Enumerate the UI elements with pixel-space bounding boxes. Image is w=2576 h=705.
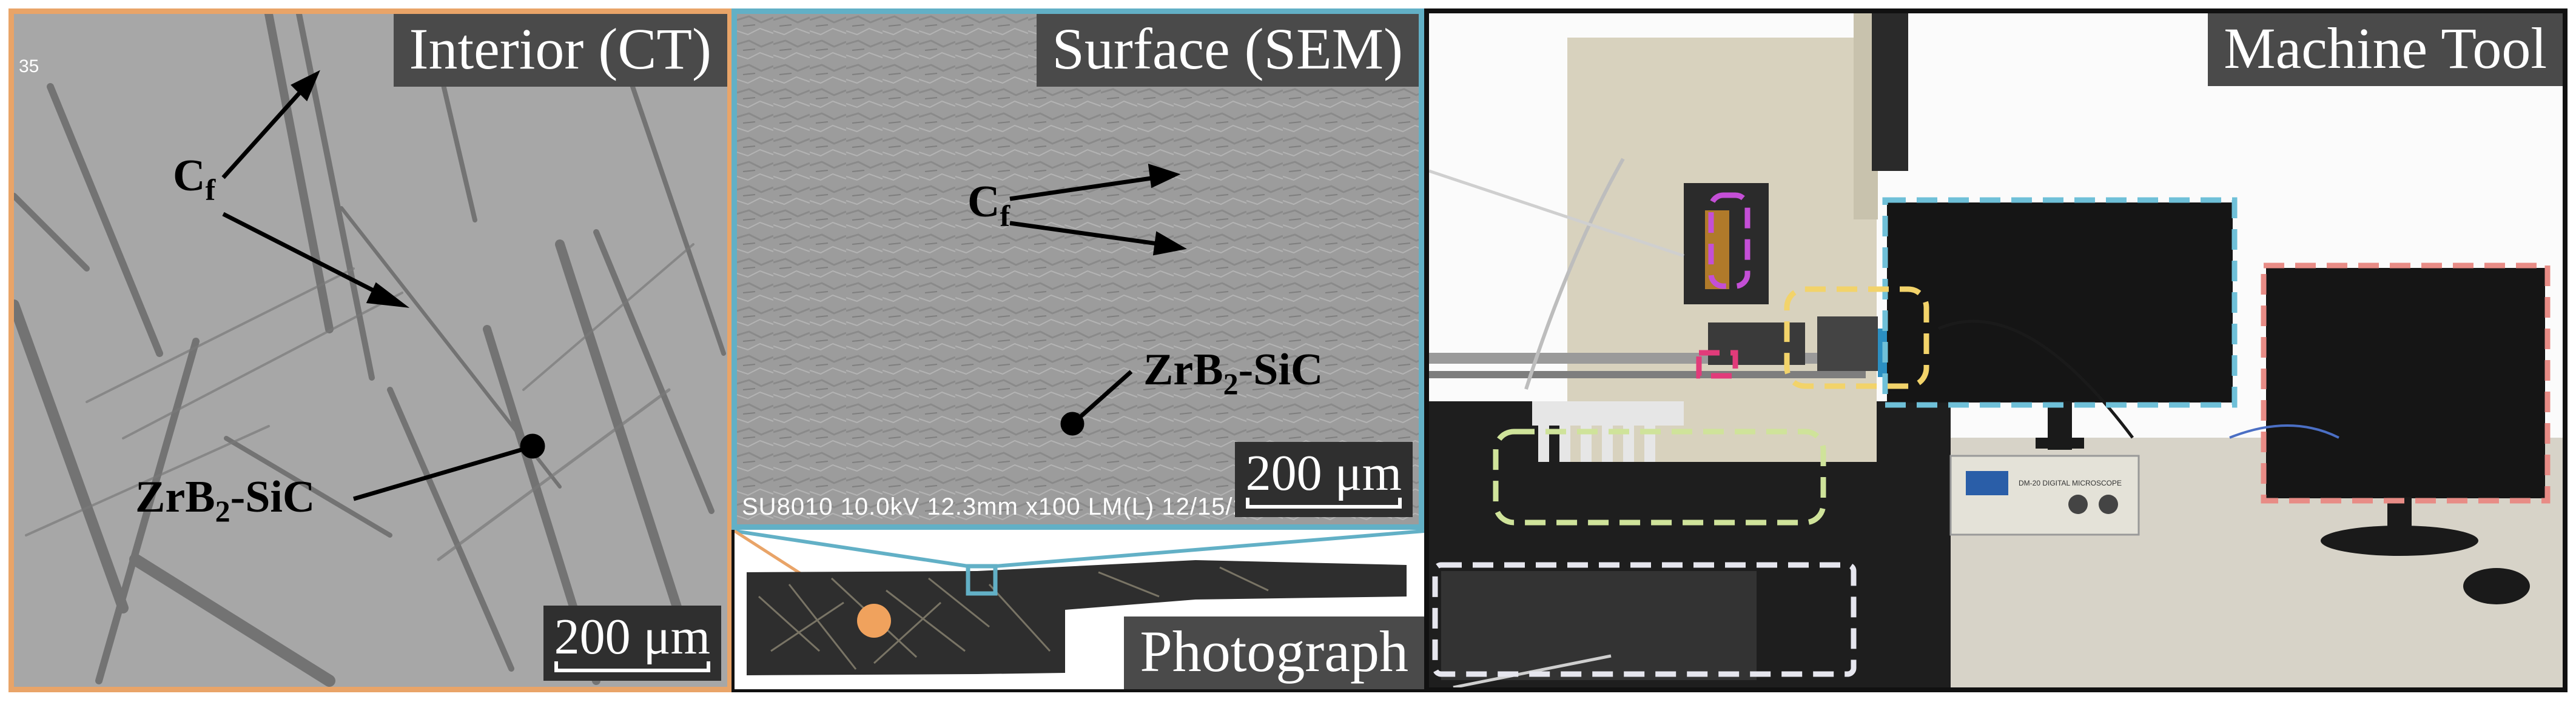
highlight-spindle [1708, 192, 1750, 289]
ct-scale-bar: 200 μm [543, 606, 721, 681]
mouse [2463, 568, 2530, 604]
highlight-camera [1784, 286, 1929, 389]
highlight-monitor-right [2261, 262, 2551, 504]
photo-image [735, 530, 1424, 675]
heat-sink [1532, 401, 1684, 462]
sem-scale-bar-line [1245, 498, 1402, 509]
monitor-right [2266, 268, 2545, 498]
highlight-workpiece [1696, 350, 1738, 379]
machine-panel: DM-20 DIGITAL MICROSCOPE Machine Tool [1424, 8, 2568, 692]
sem-region-marker [966, 564, 998, 596]
highlight-monitor-left [1882, 197, 2238, 408]
ct-matrix-label: ZrB2-SiC [135, 472, 315, 528]
ct-scale-bar-line [554, 661, 711, 672]
ct-title: Interior (CT) [393, 14, 727, 87]
callout-line [1429, 169, 1684, 258]
sem-image [737, 14, 1419, 524]
photo-title: Photograph [1124, 616, 1424, 689]
highlight-boxes [1432, 192, 2551, 677]
base-fins [1441, 571, 1757, 680]
sem-arrows [1009, 163, 1187, 436]
ct-panel: 35 Cf ZrB2-SiC Interior (CT) 200 μm [8, 8, 733, 692]
ct-region-marker [857, 604, 891, 638]
sem-scale-bar: 200 μm [1234, 442, 1413, 517]
ct-arrows [221, 70, 545, 501]
sem-panel: Cf ZrB2-SiC Surface (SEM) SU8010 10.0kV … [731, 8, 1424, 530]
machine-image [1429, 13, 2563, 687]
highlight-heatsink [1493, 429, 1826, 526]
sem-fiber-label: Cf [967, 177, 1011, 233]
microscope-lens [1872, 13, 1908, 171]
ct-fiber-label: Cf [173, 151, 216, 207]
sample-bar [747, 560, 1407, 675]
machine-title: Machine Tool [2208, 13, 2563, 86]
microscope-device-label: DM-20 DIGITAL MICROSCOPE [2019, 479, 2122, 487]
highlight-base [1432, 562, 1857, 677]
monitor-left [1887, 202, 2233, 403]
sem-title: Surface (SEM) [1036, 14, 1419, 87]
ct-fiber-streaks [14, 14, 726, 687]
ct-image [14, 14, 727, 687]
ct-frame-number: 35 [19, 56, 39, 76]
sem-matrix-label: ZrB2-SiC [1143, 345, 1323, 401]
photo-panel: Photograph [731, 530, 1424, 692]
